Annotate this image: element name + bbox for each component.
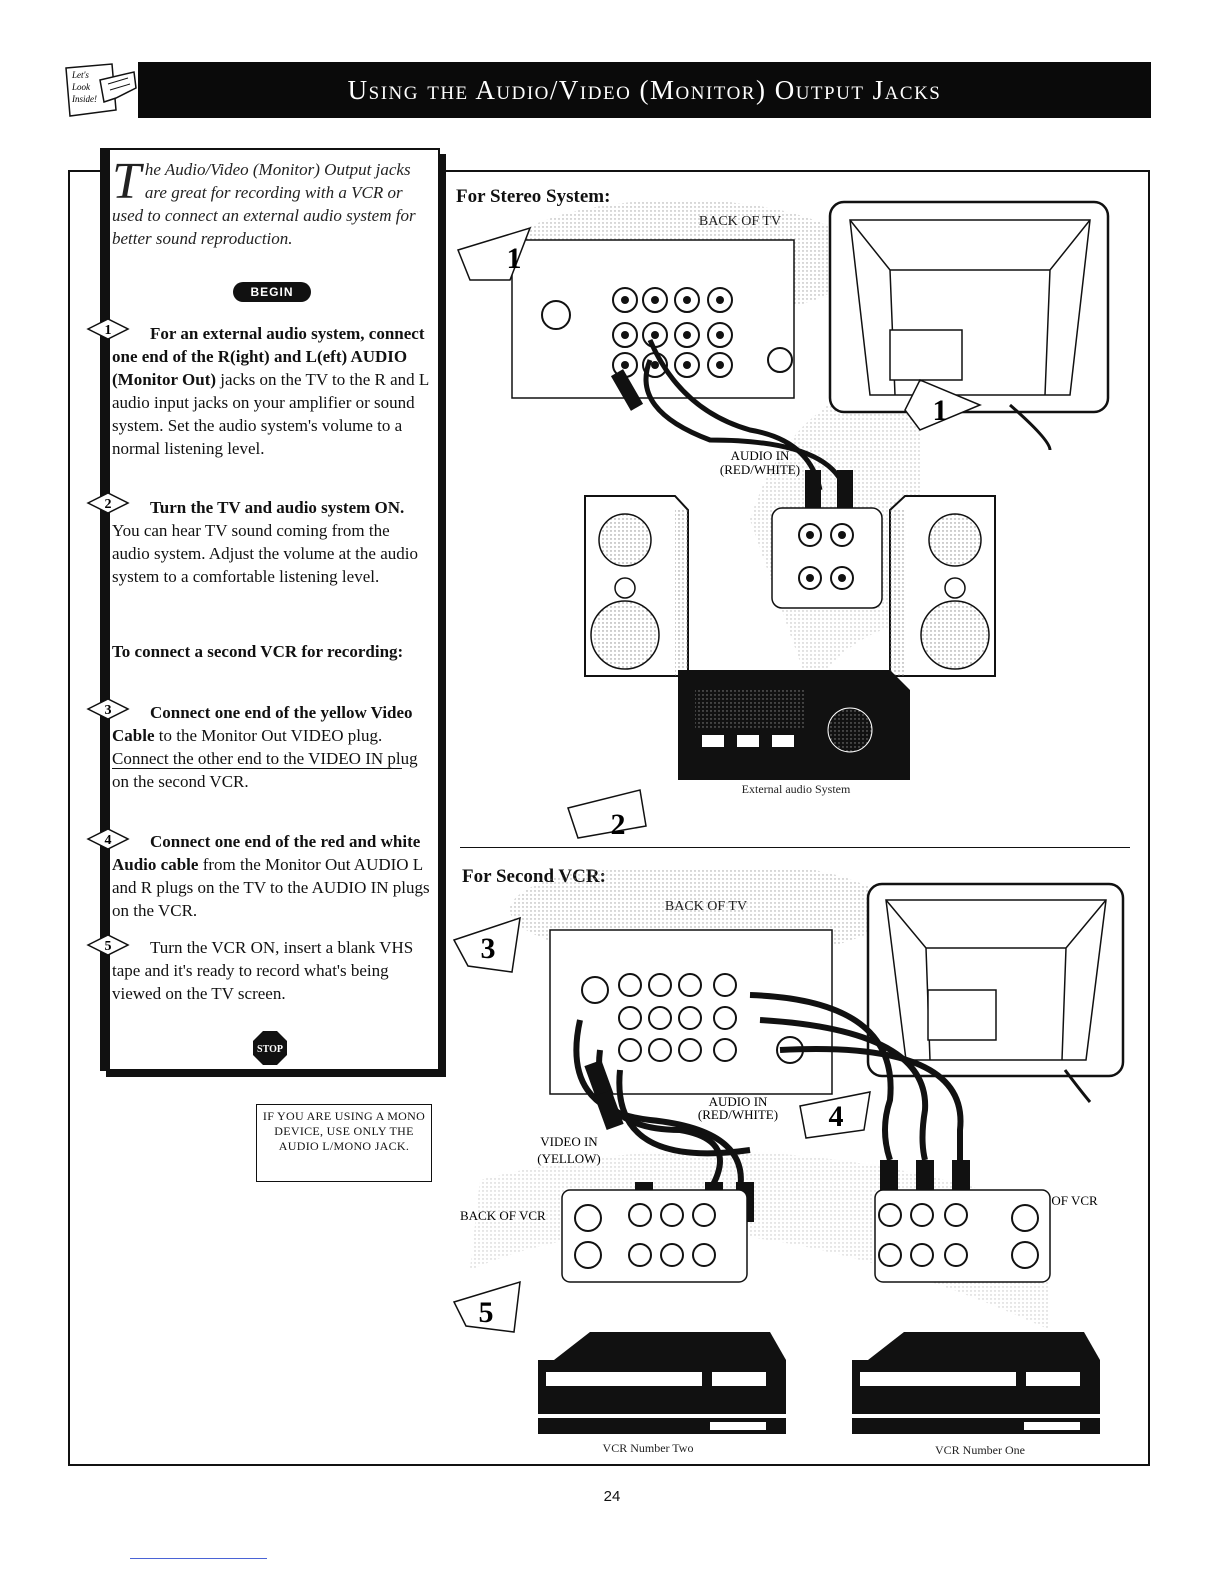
stereo-back-of-tv-label: BACK OF TV [699, 214, 781, 229]
step-2: Turn the TV and audio system ON. You can… [112, 496, 430, 588]
step-badge-4: 4 [86, 828, 130, 850]
callout-1b: 1 [904, 379, 982, 431]
section-divider [112, 768, 402, 769]
callout-2: 2 [567, 789, 647, 840]
begin-badge: BEGIN [233, 282, 311, 302]
svg-text:5: 5 [105, 939, 112, 954]
svg-text:3: 3 [105, 703, 112, 718]
svg-text:1: 1 [507, 242, 522, 275]
step-3-bold: Connect one end of the yellow Video Cabl… [112, 703, 413, 745]
step-badge-3: 3 [86, 698, 130, 720]
look-inside-icon: Let's Look Inside! [60, 58, 138, 120]
stereo-audio-in-colors: (RED/WHITE) [720, 462, 800, 477]
video-in-label: VIDEO IN [540, 1134, 598, 1149]
second-vcr-heading: To connect a second VCR for recording: [112, 642, 404, 661]
svg-text:4: 4 [105, 833, 112, 848]
step-1: For an external audio system, connect on… [112, 322, 430, 460]
svg-text:1: 1 [933, 394, 948, 427]
stereo-panel-title: For Stereo System: [456, 186, 611, 207]
svg-text:Inside!: Inside! [71, 94, 97, 104]
vcr-audio-in-colors: (RED/WHITE) [698, 1107, 778, 1122]
step-number-badges: 1 2 3 4 5 [86, 318, 130, 956]
vcr-number-one [852, 1332, 1100, 1434]
page-title: Using the Audio/Video (Monitor) Output J… [138, 62, 1151, 118]
svg-text:5: 5 [479, 1296, 494, 1329]
step-5: Turn the VCR ON, insert a blank VHS tape… [112, 936, 430, 1005]
external-audio-label: External audio System [742, 782, 851, 796]
panel-divider [460, 847, 1130, 848]
vcr-back-of-tv-label: BACK OF TV [665, 899, 747, 914]
amplifier [678, 670, 910, 780]
page-number: 24 [603, 1488, 621, 1505]
callout-1a: 1 [457, 226, 532, 281]
vcr-two-back-panel [561, 1189, 748, 1283]
step-4-bold: Connect one end of the red and white Aud… [112, 832, 421, 874]
svg-text:1: 1 [105, 323, 112, 338]
vcr-audio-in-label: AUDIO IN [709, 1094, 768, 1109]
step-4: Connect one end of the red and white Aud… [112, 830, 430, 922]
footer-link-underline [130, 1558, 267, 1559]
intro-dropcap: T [112, 153, 141, 210]
callout-3: 3 [452, 916, 521, 973]
second-vcr-diagram: BACK OF TV AUDIO IN (RED/WHITE) VIDEO IN… [452, 870, 1125, 1457]
step-badge-5: 5 [86, 934, 130, 956]
svg-text:2: 2 [611, 808, 626, 840]
right-speaker [889, 495, 996, 677]
svg-text:3: 3 [481, 932, 496, 965]
intro-text: he Audio/Video (Monitor) Output jacks ar… [112, 160, 416, 248]
vcr-number-two [538, 1332, 786, 1434]
step-5-text: Turn the VCR ON, insert a blank VHS tape… [112, 938, 414, 1003]
stop-sign-icon: STOP [252, 1030, 288, 1071]
svg-text:Let's: Let's [71, 70, 89, 80]
video-in-color: (YELLOW) [537, 1151, 601, 1166]
stereo-diagram: BACK OF TV AUDIO IN (RED/WHITE) [457, 200, 1110, 840]
svg-text:2: 2 [105, 497, 112, 512]
mono-device-note: IF YOU ARE USING A MONO DEVICE, USE ONLY… [256, 1104, 432, 1182]
audio-input-box [771, 507, 883, 609]
svg-text:Look: Look [71, 82, 91, 92]
stereo-audio-in-label: AUDIO IN [731, 448, 790, 463]
vcr-one-back-panel [874, 1189, 1051, 1283]
step-2-text: You can hear TV sound coming from the au… [112, 521, 418, 586]
tv-rear-illustration [828, 200, 1110, 414]
tv-rear-illustration-2 [866, 882, 1125, 1078]
step-4-text: from the Monitor Out AUDIO L and R plugs… [112, 855, 430, 920]
back-of-vcr-left-label: BACK OF VCR [460, 1208, 546, 1223]
step-1-bold: For an external audio system, connect on… [112, 324, 425, 389]
left-speaker [584, 495, 689, 677]
svg-text:STOP: STOP [257, 1044, 283, 1055]
content-frame [68, 170, 1150, 1466]
step-badge-2: 2 [86, 492, 130, 514]
callout-4: 4 [799, 1091, 871, 1139]
step-3: Connect one end of the yellow Video Cabl… [112, 701, 430, 793]
step-3-text: to the Monitor Out VIDEO plug. Connect t… [112, 726, 418, 791]
vcr-one-label: VCR Number One [935, 1443, 1025, 1457]
callout-5: 5 [452, 1280, 521, 1333]
sidebar-accent-bar [102, 150, 110, 1069]
vcr-two-label: VCR Number Two [603, 1441, 694, 1455]
step-1-text: jacks on the TV to the R and L audio inp… [112, 370, 429, 458]
step-2-bold: Turn the TV and audio system ON. [150, 498, 405, 517]
step-badge-1: 1 [86, 318, 130, 340]
svg-text:4: 4 [829, 1100, 844, 1133]
